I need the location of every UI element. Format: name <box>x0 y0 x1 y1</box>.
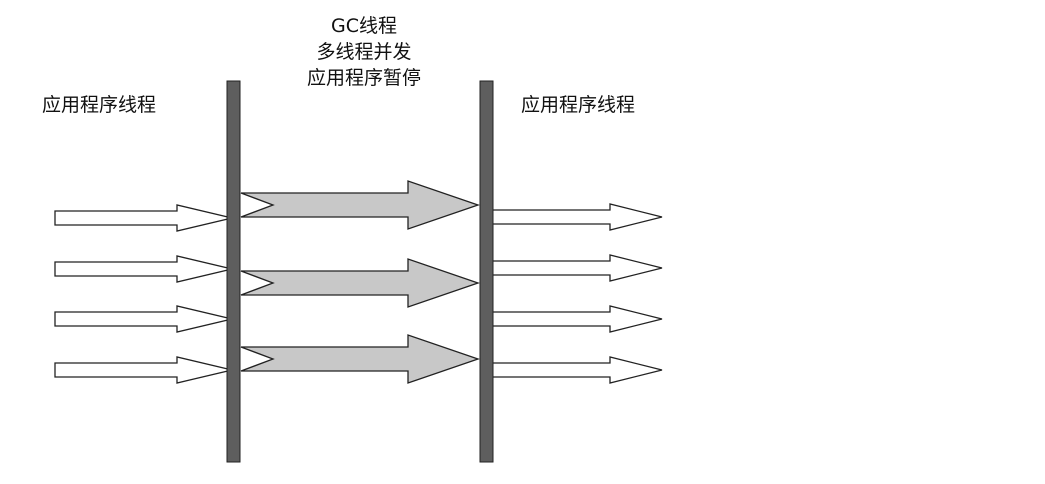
gc-thread-arrow-2 <box>240 258 481 308</box>
pause-end-barrier <box>479 80 494 463</box>
app-thread-arrow-right-2 <box>490 254 663 282</box>
app-thread-arrow-left-3 <box>54 305 233 333</box>
app-pause-label: 应用程序暂停 <box>306 67 422 89</box>
app-thread-arrow-right-3 <box>490 305 663 333</box>
gc-thread-label: GC线程 <box>331 15 397 37</box>
app-thread-arrow-right-1 <box>490 203 663 231</box>
app-thread-arrow-left-1 <box>54 204 233 232</box>
app-thread-arrow-left-2 <box>54 255 233 283</box>
app-thread-arrow-left-4 <box>54 356 233 384</box>
app-thread-arrow-right-4 <box>490 356 663 384</box>
right-app-thread-label: 应用程序线程 <box>521 94 636 116</box>
gc-thread-arrow-3 <box>240 334 481 384</box>
left-app-thread-label: 应用程序线程 <box>42 94 157 116</box>
gc-multithread-concurrent-label: 多线程并发 <box>316 41 412 63</box>
gc-thread-arrow-1 <box>240 180 481 230</box>
pause-start-barrier <box>226 80 241 463</box>
